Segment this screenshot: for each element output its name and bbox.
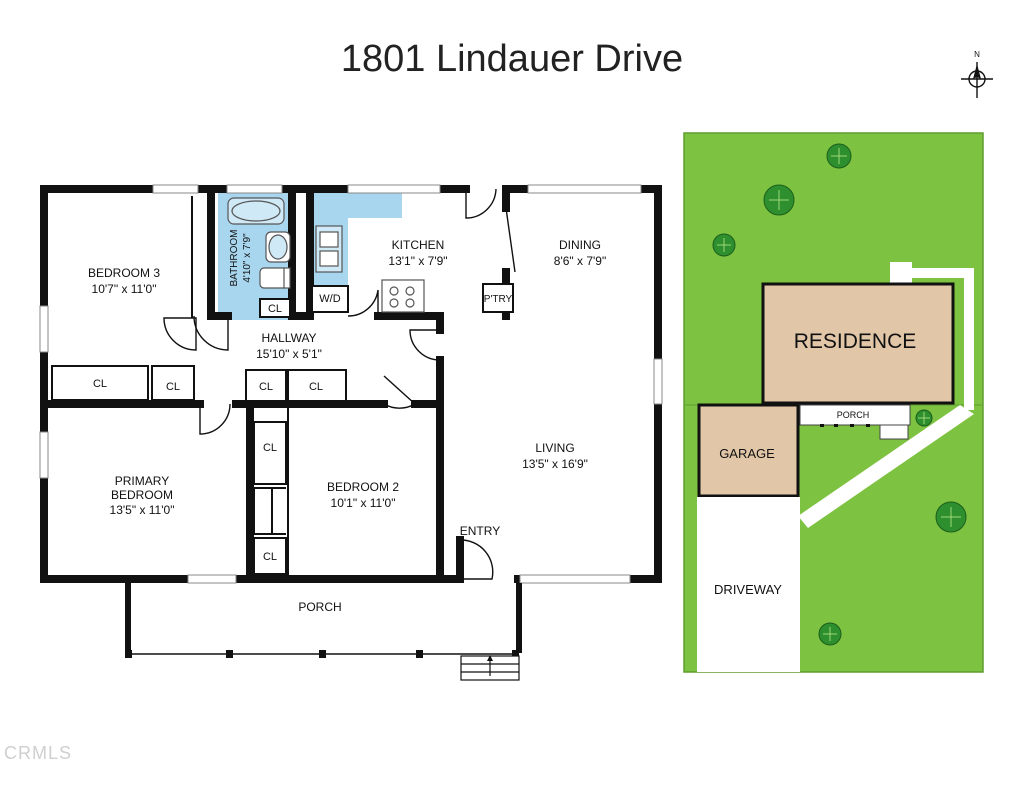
primary-bedroom-dims: 13'5" x 11'0" <box>110 503 175 517</box>
interior-lines <box>51 196 514 579</box>
site-porch-label: PORCH <box>837 410 870 420</box>
floor-plan: BEDROOM 3 10'7" x 11'0" BATHROOM 4'10" x… <box>39 184 663 681</box>
garage-building <box>697 403 800 498</box>
residence-building <box>761 282 955 405</box>
garage-label: GARAGE <box>719 446 775 461</box>
closet-label: CL <box>268 303 282 315</box>
tree-icon <box>826 143 852 169</box>
driveway <box>697 497 800 672</box>
pantry-name: P'TRY <box>484 294 513 305</box>
tree-icon <box>818 622 842 646</box>
closet-label: CL <box>93 378 107 390</box>
walkway <box>798 262 974 528</box>
bathroom-dims: 4'10" x 7'9" <box>242 233 253 283</box>
kitchen-name: KITCHEN <box>392 238 445 252</box>
kitchen-dims: 13'1" x 7'9" <box>388 254 447 268</box>
primary-bedroom-name-line2: BEDROOM <box>111 488 173 502</box>
living-dims: 13'5" x 16'9" <box>522 457 588 471</box>
porch <box>125 583 522 681</box>
bedroom2-name: BEDROOM 2 <box>327 480 399 494</box>
driveway-label: DRIVEWAY <box>714 582 782 597</box>
bath-fixtures <box>227 197 291 289</box>
closet-label: CL <box>263 442 277 454</box>
site-porch <box>799 404 911 426</box>
closet-label: CL <box>309 381 323 393</box>
site-plan: RESIDENCE PORCH GARAGE DRIVEWAY <box>683 132 984 673</box>
kitchen-fixtures <box>315 225 425 313</box>
tree-icon <box>712 233 736 257</box>
hallway-dims: 15'10" x 5'1" <box>256 347 322 361</box>
bathroom-name: BATHROOM <box>229 229 240 286</box>
page-title: 1801 Lindauer Drive <box>340 38 684 80</box>
closet-label: CL <box>259 381 273 393</box>
trees <box>712 143 967 646</box>
laundry-name: W/D <box>319 293 340 305</box>
hallway-name: HALLWAY <box>261 331 316 345</box>
closet-label: CL <box>263 551 277 563</box>
room-labels: BEDROOM 3 10'7" x 11'0" BATHROOM 4'10" x… <box>88 229 606 614</box>
watermark-logo: CRMLS <box>4 743 73 763</box>
porch-steps <box>460 655 520 681</box>
porch-name: PORCH <box>298 600 341 614</box>
bedroom3-dims: 10'7" x 11'0" <box>92 282 157 296</box>
dining-name: DINING <box>559 238 601 252</box>
compass-icon: N <box>961 50 993 98</box>
living-name: LIVING <box>535 441 574 455</box>
walls <box>40 185 662 583</box>
residence-label: RESIDENCE <box>794 330 917 353</box>
doors <box>163 188 516 580</box>
tree-icon <box>935 501 967 533</box>
bedroom2-dims: 10'1" x 11'0" <box>331 496 396 510</box>
primary-bedroom-name-line1: PRIMARY <box>115 474 169 488</box>
compass-north-label: N <box>974 50 980 59</box>
tree-icon <box>763 184 795 216</box>
closet-label: CL <box>166 381 180 393</box>
dining-dims: 8'6" x 7'9" <box>554 254 606 268</box>
site-porch-steps <box>879 424 909 440</box>
tree-icon <box>915 409 933 427</box>
entry-name: ENTRY <box>460 524 500 538</box>
windows <box>39 184 663 584</box>
bedroom3-name: BEDROOM 3 <box>88 266 160 280</box>
